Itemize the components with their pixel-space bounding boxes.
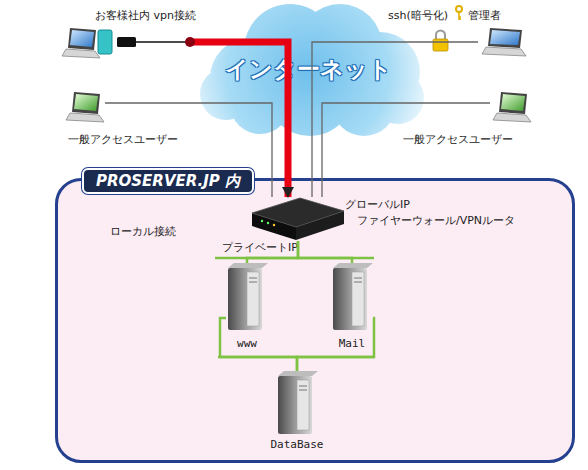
- laptop-icon: [482, 28, 526, 56]
- admin-terminal: ssh(暗号化)管理者: [478, 5, 530, 60]
- connector: [312, 42, 478, 197]
- node-label: www: [217, 337, 277, 350]
- key-icon: [456, 6, 462, 12]
- annotation: ローカル接続: [110, 224, 176, 239]
- lock-shackle: [436, 31, 445, 41]
- key-icon: [459, 12, 461, 20]
- server-zone: PROSERVER.JP 内グローバルIPファイヤーウォール/VPNルータwww…: [55, 178, 575, 463]
- laptop-icon: [66, 92, 104, 122]
- device-wire: [136, 41, 186, 43]
- connector: [247, 241, 298, 263]
- user-terminal: 一般アクセスユーザー: [490, 88, 535, 150]
- node-label: ファイヤーウォール/VPNルータ: [357, 214, 515, 227]
- connector: [298, 241, 352, 263]
- user-terminal: 一般アクセスユーザー: [55, 88, 105, 150]
- node-label: お客様社内 vpn接続: [95, 9, 196, 22]
- node-label: 管理者: [468, 9, 501, 22]
- laptop-icon: [62, 28, 100, 58]
- annotation: プライベートIP: [222, 240, 298, 255]
- lan-bus: [218, 356, 374, 359]
- teal-unit: [98, 30, 112, 54]
- line-dot: [185, 37, 195, 47]
- node-label: グローバルIP: [345, 198, 410, 211]
- server-tower: [333, 263, 373, 330]
- server-tower: [278, 371, 318, 434]
- zone-tab: PROSERVER.JP 内: [82, 168, 254, 194]
- cloud-label: インターネット: [188, 56, 428, 82]
- router-box: グローバルIPファイヤーウォール/VPNルータ: [252, 197, 344, 241]
- server-box: www: [226, 263, 268, 333]
- laptop-icon: [493, 92, 531, 122]
- client-site: お客様社内 vpn接続: [55, 5, 190, 60]
- connector: [220, 318, 297, 371]
- router-box: [252, 198, 344, 240]
- node-label: DataBase: [257, 438, 337, 451]
- connector: [322, 103, 490, 197]
- connector: [105, 103, 272, 197]
- node-label: ssh(暗号化): [388, 9, 448, 22]
- node-label: 一般アクセスユーザー: [68, 133, 178, 146]
- server-box: DataBase: [276, 371, 318, 435]
- connector: [190, 42, 288, 197]
- connector: [297, 318, 374, 371]
- server-box: Mail: [331, 263, 373, 333]
- node-label: 一般アクセスユーザー: [403, 133, 513, 146]
- server-tower: [228, 263, 268, 330]
- vpn-device: [117, 37, 136, 47]
- lock-body: [433, 39, 448, 51]
- node-label: Mail: [322, 337, 382, 350]
- lan-bus: [215, 257, 374, 260]
